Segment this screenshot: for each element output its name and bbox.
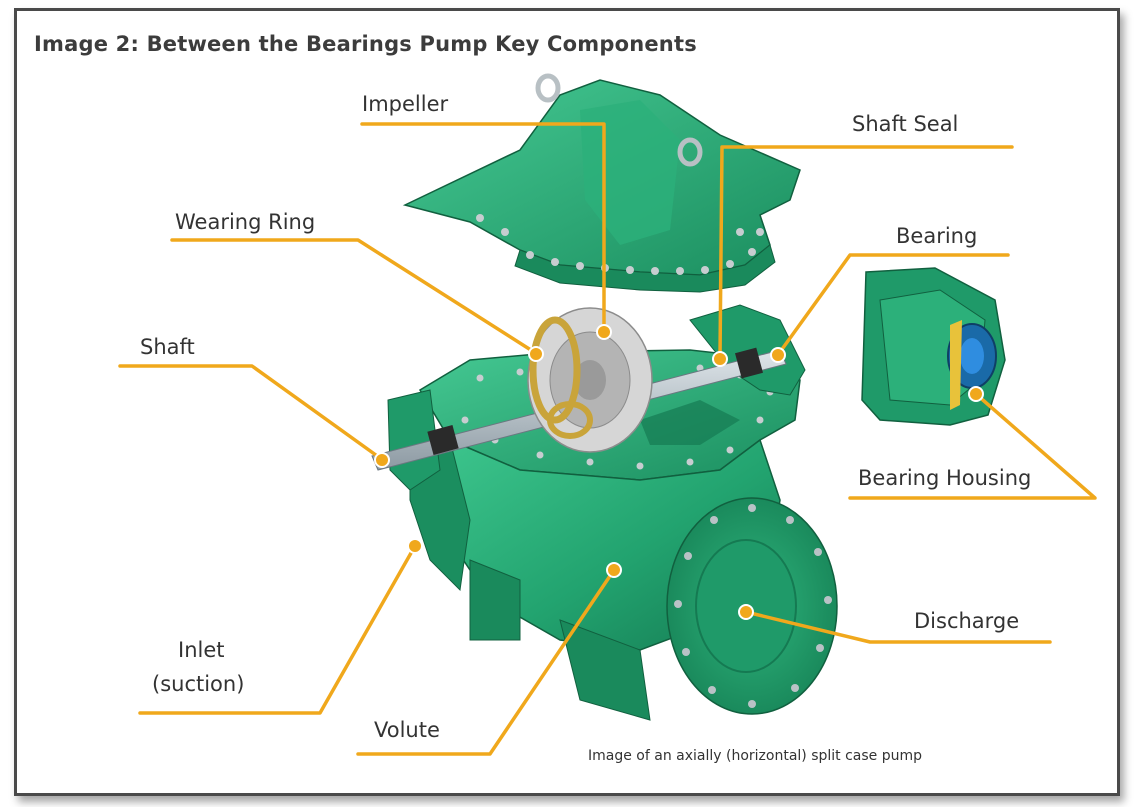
figure-title: Image 2: Between the Bearings Pump Key C… <box>34 32 697 56</box>
leader-discharge <box>744 610 1052 644</box>
label-impeller: Impeller <box>362 92 449 116</box>
label-shaft-seal: Shaft Seal <box>852 112 959 136</box>
dot-impeller <box>596 324 612 340</box>
dot-volute <box>606 562 622 578</box>
impeller <box>527 307 653 453</box>
leader-wearing-ring <box>170 238 536 354</box>
dot-discharge <box>738 604 754 620</box>
label-inlet: Inlet <box>178 638 225 662</box>
label-bearing: Bearing <box>896 224 978 248</box>
dot-bearing <box>770 347 786 363</box>
dot-wearing-ring <box>528 346 544 362</box>
leader-shaft-seal <box>718 145 1014 359</box>
figure-caption: Image of an axially (horizontal) split c… <box>588 748 923 764</box>
dot-inlet <box>407 538 423 554</box>
leader-bearing-housing <box>848 392 1097 500</box>
label-discharge: Discharge <box>914 609 1020 633</box>
leader-inlet <box>138 544 417 715</box>
dot-shaft <box>374 452 390 468</box>
dot-shaft-seal <box>712 351 728 367</box>
leader-volute <box>356 568 616 756</box>
label-shaft: Shaft <box>140 335 195 359</box>
label-inlet-suction: (suction) <box>152 672 245 696</box>
leader-bearing <box>778 253 1010 354</box>
label-wearing-ring: Wearing Ring <box>175 210 316 234</box>
discharge-flange <box>666 497 838 715</box>
dot-bearing-housing <box>968 386 984 402</box>
leader-impeller <box>360 122 606 332</box>
bearing-housing-inset <box>861 267 1006 426</box>
label-volute: Volute <box>374 718 440 742</box>
label-bearing-housing: Bearing Housing <box>858 466 1032 490</box>
leader-shaft <box>118 364 382 460</box>
